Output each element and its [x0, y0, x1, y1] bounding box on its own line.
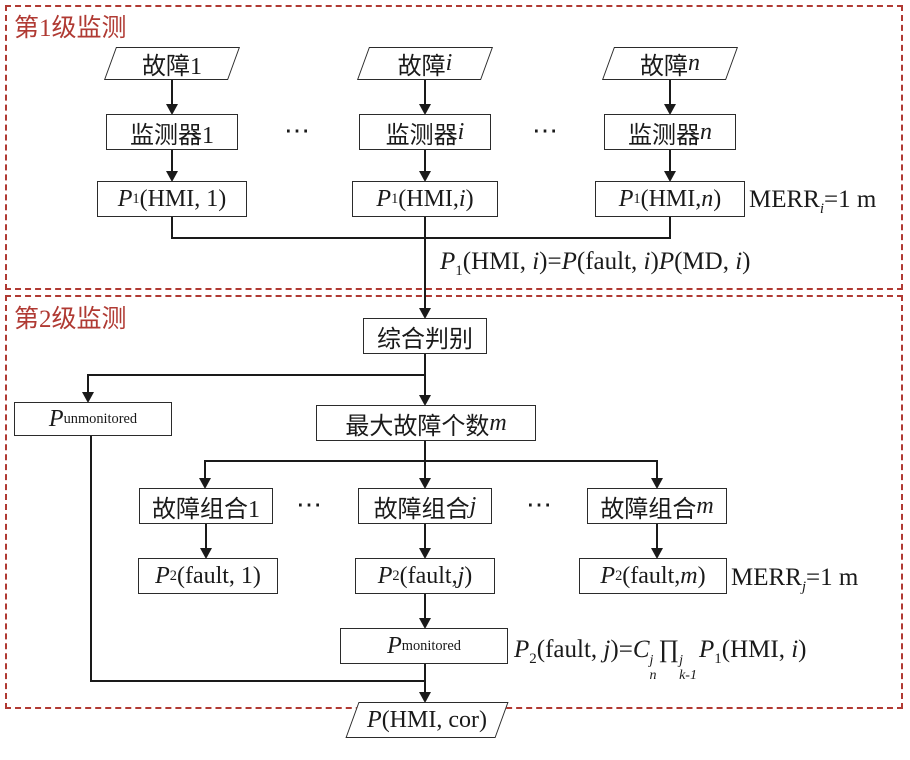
level1-title: 第1级监测 — [14, 15, 127, 42]
monitor-1-box: 监测器1 — [106, 114, 238, 150]
ellipsis-monitors-left: ⋯ — [284, 116, 312, 145]
connector-comboj-p2 — [424, 524, 426, 548]
connector-unmonitored-long — [90, 436, 92, 682]
final-output-label: P(HMI, cor) — [367, 706, 487, 733]
final-output: P(HMI, cor) — [345, 702, 509, 738]
decision-box: 综合判别 — [363, 318, 487, 354]
connector-combo1-p2 — [205, 524, 207, 548]
arrowhead-combo1 — [199, 478, 211, 489]
arrowhead-comboj — [419, 478, 431, 489]
connector-p2j-monitored — [424, 594, 426, 618]
connector-split-unmonitored — [87, 374, 89, 392]
arrowhead-fault1-monitor1 — [166, 104, 178, 115]
arrowhead-monitori-p1 — [419, 171, 431, 182]
fault-combo-1-box: 故障组合1 — [139, 488, 273, 524]
arrowhead-comboj-p2 — [419, 548, 431, 559]
final-merge-line — [90, 680, 426, 682]
connector-monitori-p1 — [424, 150, 426, 172]
split-line-decision — [87, 374, 426, 376]
merge-stub-center — [424, 217, 426, 238]
connector-monitor1-p1 — [171, 150, 173, 172]
connector-decision-down — [424, 354, 426, 375]
connector-fanout-comboj — [424, 460, 426, 478]
level2-title: 第2级监测 — [14, 306, 127, 333]
arrowhead-merge-decision — [419, 308, 431, 319]
merge-bus-line — [171, 237, 671, 239]
connector-fault1-monitor1 — [171, 80, 173, 105]
merr-j-note: MERRj=1 m — [731, 564, 859, 595]
arrowhead-combom-p2 — [651, 548, 663, 559]
level1-formula: P1(HMI, i)=P(fault, i)P(MD, i) — [440, 248, 751, 279]
arrowhead-monitor1-p1 — [166, 171, 178, 182]
level1-frame — [5, 5, 903, 290]
arrowhead-combom — [651, 478, 663, 489]
fanout-line-combos — [204, 460, 657, 462]
arrowhead-faultn-monitorn — [664, 104, 676, 115]
connector-fanout-combom — [656, 460, 658, 478]
merge-stub-left — [171, 217, 173, 238]
fault-input-1: 故障1 — [103, 47, 241, 80]
ellipsis-combos-right: ⋯ — [526, 490, 554, 519]
arrowhead-maxfaults — [419, 395, 431, 406]
ellipsis-monitors-right: ⋯ — [532, 116, 560, 145]
merge-stub-right — [669, 217, 671, 238]
connector-maxfaults-down — [424, 441, 426, 461]
arrowhead-p2j-monitored — [419, 618, 431, 629]
arrowhead-combo1-p2 — [200, 548, 212, 559]
connector-monitorn-p1 — [669, 150, 671, 172]
connector-combom-p2 — [656, 524, 658, 548]
connector-monitored-output — [424, 664, 426, 692]
connector-faultn-monitorn — [669, 80, 671, 105]
connector-faulti-monitori — [424, 80, 426, 105]
merr-i-note: MERRi=1 m — [749, 186, 877, 217]
connector-split-maxfaults — [424, 374, 426, 395]
connector-fanout-combo1 — [204, 460, 206, 478]
arrowhead-monitorn-p1 — [664, 171, 676, 182]
arrowhead-output — [419, 692, 431, 703]
arrowhead-faulti-monitori — [419, 104, 431, 115]
fault-input-1-label: 故障1 — [142, 54, 202, 80]
ellipsis-combos-left: ⋯ — [296, 490, 324, 519]
arrowhead-unmonitored — [82, 392, 94, 403]
connector-merge-decision — [424, 237, 426, 308]
